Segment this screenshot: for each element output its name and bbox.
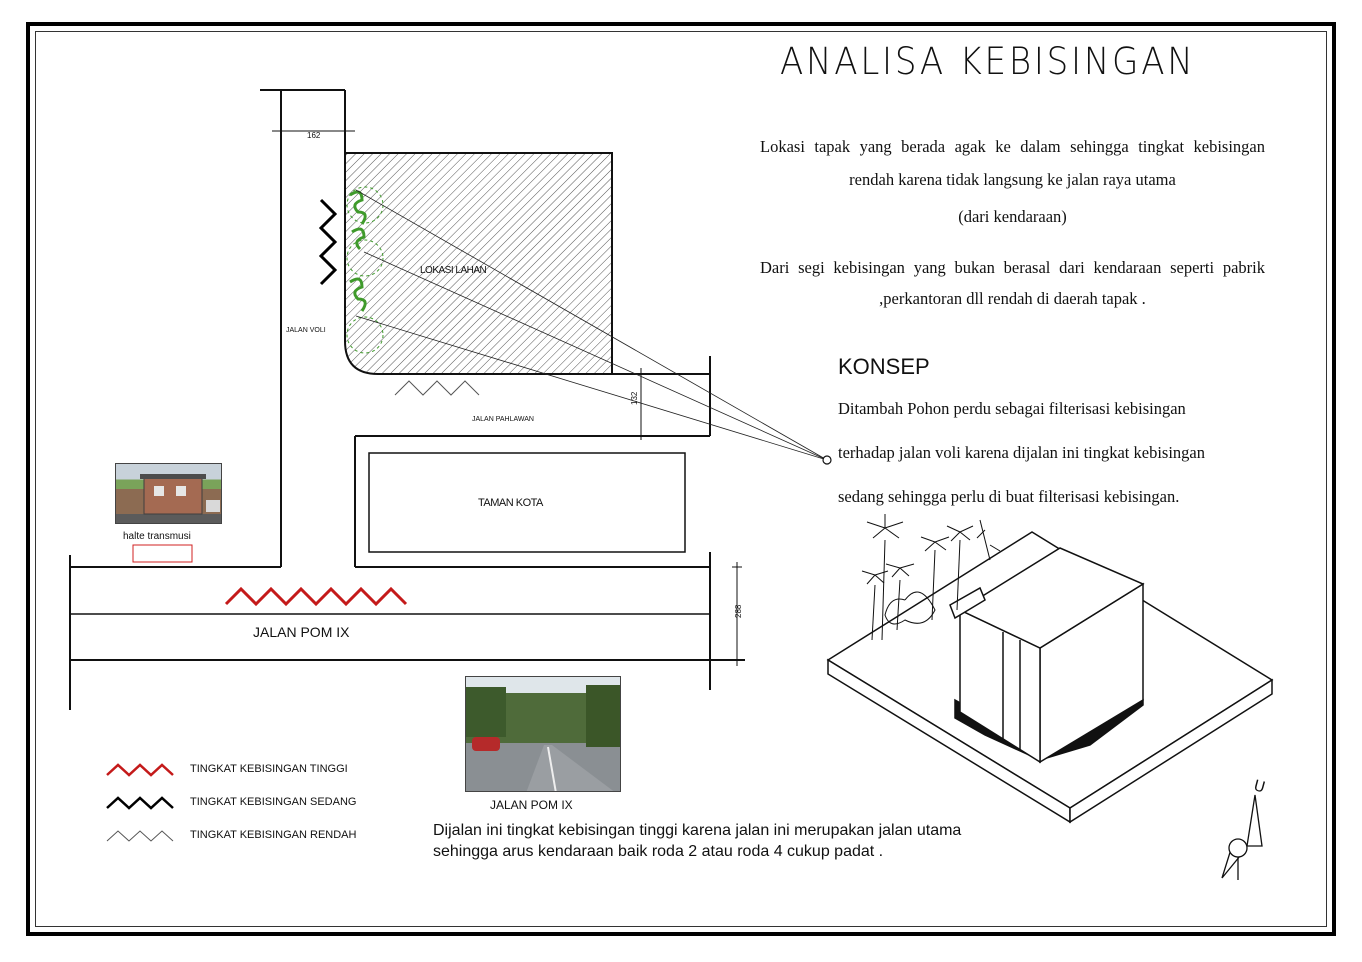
road-pahlawan-label: JALAN PAHLAWAN — [472, 416, 534, 423]
noise-high-marker — [224, 586, 408, 607]
road-photo — [465, 676, 621, 792]
noise-low-marker — [394, 380, 480, 396]
road-photo-caption: JALAN POM IX — [490, 798, 573, 812]
konsep-line-2: terhadap jalan voli karena dijalan ini t… — [838, 443, 1206, 462]
legend-medium-symbol — [106, 796, 174, 810]
halte-label: halte transmusi — [123, 531, 191, 542]
dimension-top-label: 162 — [307, 131, 321, 140]
legend-low-label: TINGKAT KEBISINGAN RENDAH — [190, 829, 357, 841]
dimension-side-label: 132 — [630, 391, 639, 405]
isometric-sketch — [826, 514, 1274, 824]
road-lines — [69, 89, 745, 710]
legend: TINGKAT KEBISINGAN TINGGI TINGKAT KEBISI… — [106, 763, 357, 842]
site-plot — [344, 152, 613, 375]
north-arrow-icon — [1221, 794, 1263, 880]
taman-kota-area — [368, 452, 686, 553]
description-paragraph-1: Lokasi tapak yang berada agak ke dalam s… — [760, 137, 1265, 189]
konsep-line-3: sedang sehingga perlu di buat filterisas… — [838, 487, 1180, 506]
konsep-text: Ditambah Pohon perdu sebagai filterisasi… — [838, 387, 1278, 519]
legend-low-symbol — [106, 830, 174, 842]
sight-lines — [355, 189, 828, 461]
halte-marker — [132, 544, 193, 563]
shrub-outlines — [346, 186, 384, 354]
page-title: ANALISA KEBISINGAN — [780, 40, 1196, 83]
dimension-lines — [272, 126, 742, 666]
north-label: U — [1252, 776, 1267, 796]
site-label: LOKASI LAHAN — [420, 265, 487, 276]
shrub-plantings — [349, 190, 367, 312]
legend-medium-label: TINGKAT KEBISINGAN SEDANG — [190, 796, 356, 808]
road-voli-label: JALAN VOLI — [286, 327, 326, 334]
legend-high-label: TINGKAT KEBISINGAN TINGGI — [190, 763, 348, 775]
konsep-heading: KONSEP — [838, 354, 930, 379]
konsep-line-1: Ditambah Pohon perdu sebagai filterisasi… — [838, 399, 1186, 418]
park-label: TAMAN KOTA — [478, 497, 544, 509]
outer-frame — [26, 22, 1336, 936]
bottom-note: Dijalan ini tingkat kebisingan tinggi ka… — [433, 822, 962, 860]
noise-medium-marker — [318, 198, 338, 286]
inner-frame — [35, 31, 1327, 927]
dimension-road-label: 288 — [734, 604, 743, 618]
observer-point — [822, 455, 832, 465]
description-paragraph-2: (dari kendaraan) — [958, 207, 1067, 226]
description-paragraph-3: Dari segi kebisingan yang bukan berasal … — [760, 258, 1265, 308]
halte-photo — [115, 463, 222, 524]
road-pom-label: JALAN POM IX — [253, 624, 350, 640]
legend-high-symbol — [106, 763, 174, 777]
